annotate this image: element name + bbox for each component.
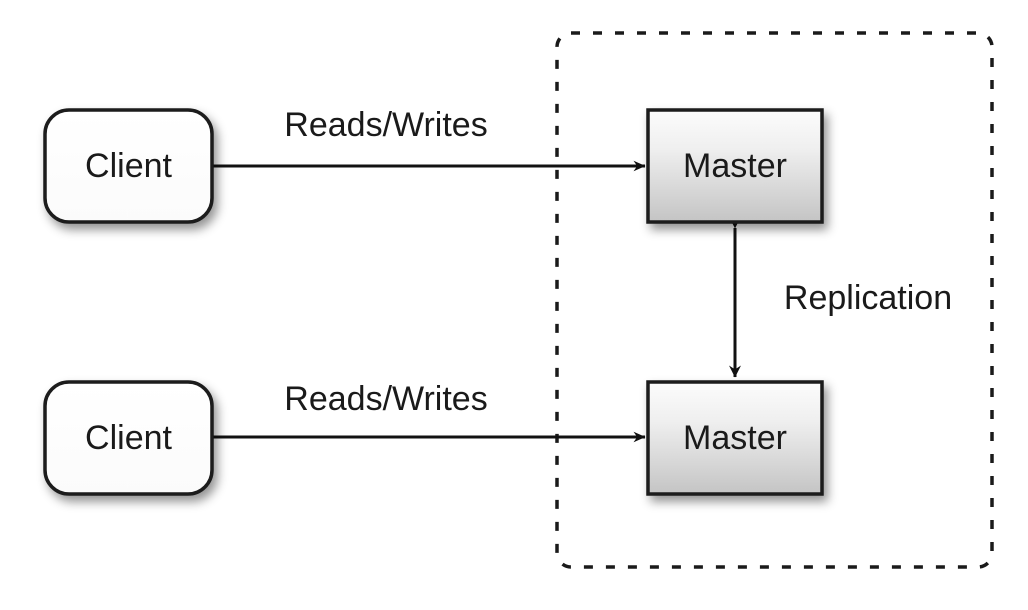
master-bottom-label: Master <box>683 419 787 457</box>
client-bottom-shape <box>43 380 214 496</box>
client-top-shape <box>43 108 214 224</box>
node-client-top[interactable]: Client <box>43 108 214 224</box>
edge-label-reads-writes-bottom: Reads/Writes <box>284 380 487 418</box>
edge-label-reads-writes-top: Reads/Writes <box>284 106 487 144</box>
client-bottom-label: Client <box>85 419 172 457</box>
master-top-label: Master <box>683 147 787 185</box>
node-master-top[interactable]: Master <box>646 108 824 224</box>
edge-label-replication: Replication <box>784 279 952 317</box>
node-master-bottom[interactable]: Master <box>646 380 824 496</box>
client-top-label: Client <box>85 147 172 185</box>
replication-cluster-boundary <box>555 31 994 569</box>
master-bottom-shape <box>646 380 824 496</box>
node-client-bottom[interactable]: Client <box>43 380 214 496</box>
master-top-shape <box>646 108 824 224</box>
